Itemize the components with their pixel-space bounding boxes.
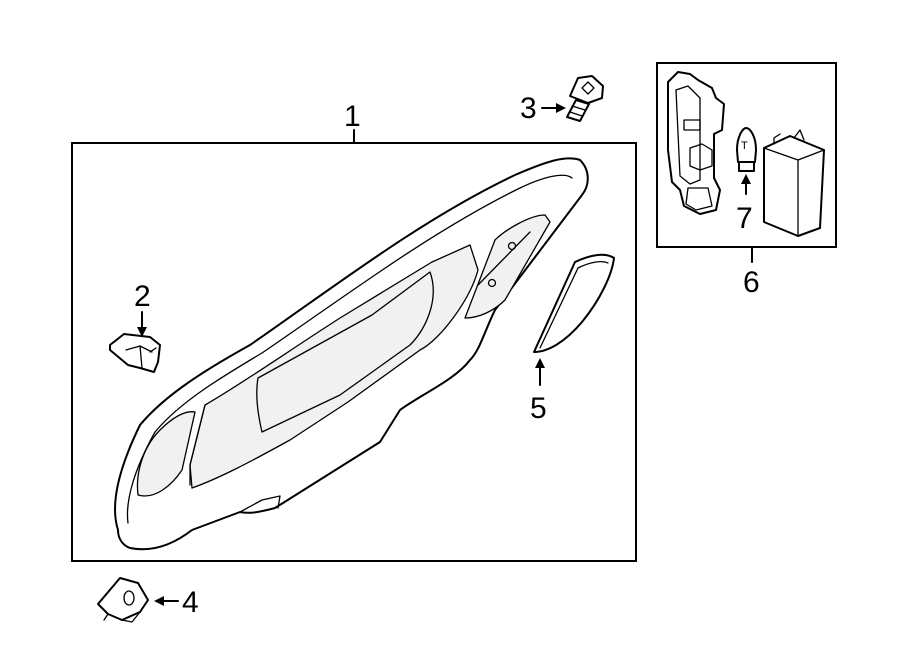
assembly-box-6 <box>656 62 837 248</box>
callout-4: 4 <box>182 586 199 619</box>
lamp-socket-part-6 <box>667 71 725 215</box>
arrow-5-head <box>535 358 545 368</box>
screw-part-3 <box>566 75 604 122</box>
clip-part-2 <box>109 333 161 373</box>
arrow-7-head <box>741 174 751 184</box>
bulb-filament-glyph: T <box>741 140 748 152</box>
clip-part-4 <box>97 577 149 623</box>
arrow-3-head <box>556 103 566 113</box>
console-housing <box>113 157 589 551</box>
cover-part-6 <box>763 129 825 237</box>
bulb-part-7: T <box>736 127 757 172</box>
callout-1: 1 <box>344 100 361 133</box>
callout-5: 5 <box>530 392 547 425</box>
callout-2: 2 <box>134 280 151 313</box>
callout-6: 6 <box>743 266 760 299</box>
callout-7: 7 <box>736 202 753 235</box>
arrow-4-head <box>154 596 164 606</box>
lens-part-5 <box>533 253 615 353</box>
arrow-2-head <box>137 327 147 337</box>
callout-3: 3 <box>520 92 537 125</box>
